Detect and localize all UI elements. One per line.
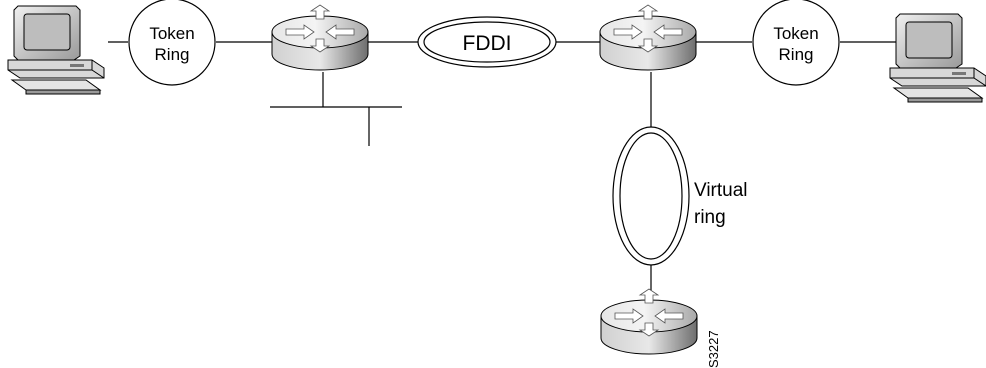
- computer-icon-right: [889, 13, 986, 103]
- router-icon-left: [271, 4, 369, 71]
- links: [108, 41, 918, 300]
- virtual-ring-line1: Virtual: [694, 180, 748, 201]
- token-ring-right: Token Ring: [752, 0, 840, 86]
- router-icon-bottom: [600, 288, 698, 355]
- token-ring-right-line2: Ring: [779, 45, 814, 64]
- virtual-ring-line2: ring: [694, 207, 726, 228]
- token-ring-left-line1: Token: [149, 24, 194, 43]
- fddi-ring: FDDI: [417, 16, 557, 68]
- token-ring-left-line2: Ring: [155, 45, 190, 64]
- router-icon-right: [599, 4, 697, 71]
- fddi-label: FDDI: [463, 32, 512, 55]
- figure-id: S3227: [706, 330, 721, 368]
- token-ring-right-line1: Token: [773, 24, 818, 43]
- computer-icon-left: [7, 5, 105, 95]
- token-ring-left: Token Ring: [128, 0, 216, 86]
- virtual-ring: Virtual ring: [612, 126, 748, 266]
